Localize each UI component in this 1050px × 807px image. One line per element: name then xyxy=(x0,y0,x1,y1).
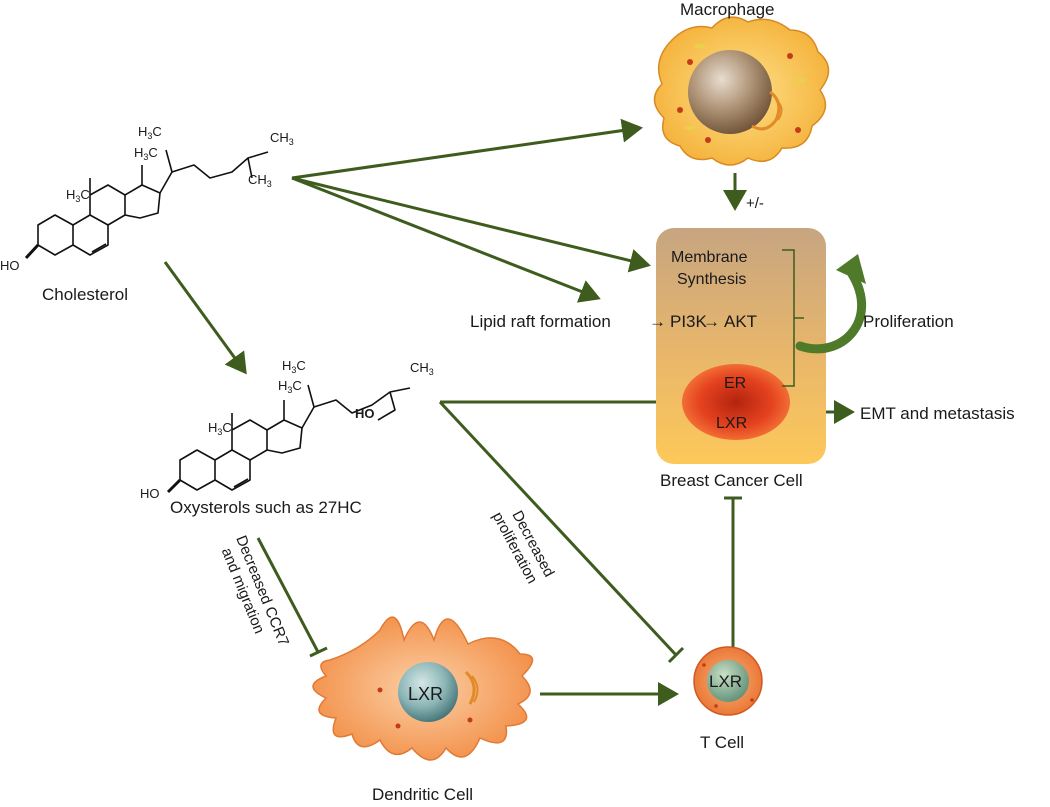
breast-cancer-cell xyxy=(656,228,826,464)
lxr-nucleus-label: LXR xyxy=(716,415,747,432)
membrane-label-1: Membrane xyxy=(671,249,748,266)
cholesterol-labels: H3C H3C H3C CH3 CH3 HO Cholesterol xyxy=(0,124,294,304)
decreased-proliferation-labels: Decreased proliferation xyxy=(489,508,558,587)
arrows xyxy=(163,118,855,706)
proliferation-label: Proliferation xyxy=(863,312,954,331)
cholesterol-structure xyxy=(24,149,269,260)
ch3-label: CH3 xyxy=(410,360,434,377)
oxysterols-label: Oxysterols such as 27HC xyxy=(170,498,362,517)
h3c-label: H3C xyxy=(66,187,90,204)
dendritic-cell xyxy=(312,616,534,761)
ho-label: HO xyxy=(0,258,20,273)
inhibit-tcell-line xyxy=(438,400,678,657)
arrow-to-membrane xyxy=(291,176,651,273)
ho-label: HO xyxy=(140,486,160,501)
t-cell-label: T Cell xyxy=(700,733,744,752)
oxysterol-labels: H3C H3C H3C CH3 HO HO Oxysterols such as… xyxy=(140,358,434,517)
decreased-ccr7-labels: Decreased CCR7 and migration xyxy=(218,533,292,648)
plus-minus-label: +/- xyxy=(746,195,764,212)
h3c-label: H3C xyxy=(278,378,302,395)
h3c-label: H3C xyxy=(282,358,306,375)
oxysterol-structure xyxy=(166,384,411,494)
arrow-to-oxysterols xyxy=(163,261,247,375)
h3c-label: H3C xyxy=(138,124,162,141)
macrophage-cell xyxy=(653,16,830,166)
inhibit-dc-bar xyxy=(309,646,328,658)
h3c-label: H3C xyxy=(134,145,158,162)
pi3k-label: PI3K xyxy=(670,312,708,331)
curved-arrow-icon xyxy=(795,254,867,354)
cholesterol-label: Cholesterol xyxy=(42,285,128,304)
dendritic-cell-label: Dendritic Cell xyxy=(372,785,473,802)
inhibit-dc-line xyxy=(256,537,320,653)
pathway-arrow-icon: → xyxy=(703,312,720,331)
t-cell xyxy=(693,646,763,716)
lipid-raft-label: Lipid raft formation xyxy=(470,312,611,331)
emt-label: EMT and metastasis xyxy=(860,404,1015,423)
arrow-to-lipid-raft xyxy=(291,176,601,303)
akt-label: AKT xyxy=(724,312,757,331)
ch3-label: CH3 xyxy=(270,130,294,147)
inhibit-tcell-bar xyxy=(667,646,685,664)
ho-label: HO xyxy=(355,406,375,421)
breast-cancer-cell-label: Breast Cancer Cell xyxy=(660,471,803,490)
tcell-lxr-label: LXR xyxy=(709,672,742,691)
er-label: ER xyxy=(724,375,746,392)
dendritic-lxr-label: LXR xyxy=(408,684,443,704)
h3c-label: H3C xyxy=(208,420,232,437)
macrophage-label: Macrophage xyxy=(680,0,775,19)
pathway-arrow-icon: → xyxy=(649,312,666,331)
ch3-label: CH3 xyxy=(248,172,272,189)
arrow-to-macrophage xyxy=(291,118,643,180)
membrane-label-2: Synthesis xyxy=(677,271,746,288)
